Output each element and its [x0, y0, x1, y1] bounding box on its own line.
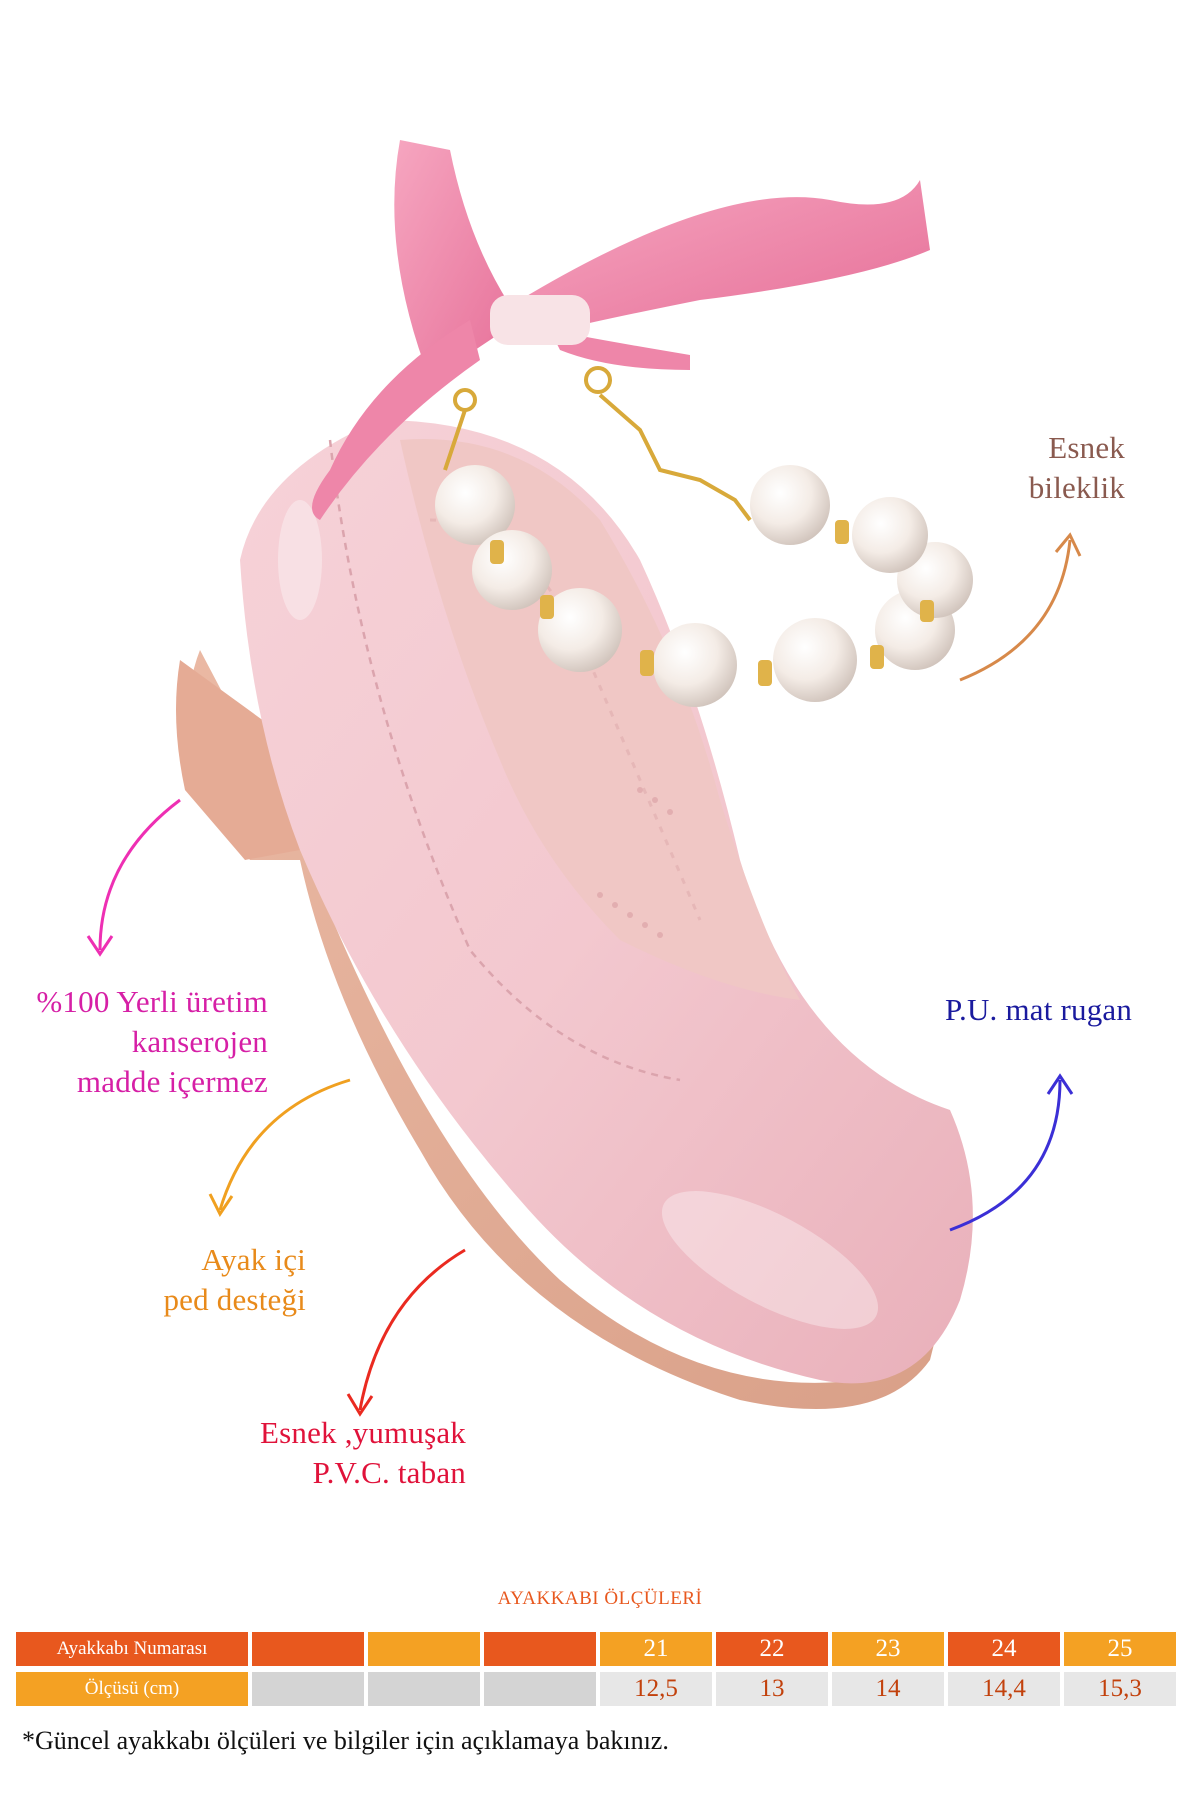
- measure-row-label: Ölçüsü (cm): [16, 1672, 248, 1706]
- ribbon-bow: [312, 140, 930, 520]
- callout-esnek-taban: Esnek ,yumuşak P.V.C. taban: [200, 1413, 466, 1493]
- callout-line: bileklik: [1028, 470, 1125, 505]
- callout-line: P.U. mat rugan: [945, 992, 1133, 1027]
- size-cell: [252, 1632, 364, 1666]
- callout-line: Esnek ,yumuşak: [260, 1415, 466, 1450]
- callout-line: %100 Yerli üretim: [36, 984, 268, 1019]
- size-table-title: AYAKKABI ÖLÇÜLERİ: [497, 1588, 703, 1609]
- size-cell: 24: [948, 1632, 1060, 1666]
- measure-cell: 14,4: [948, 1672, 1060, 1706]
- arrow-bileklik: [959, 539, 1072, 682]
- measure-cell: 15,3: [1064, 1672, 1176, 1706]
- callout-yerli-uretim: %100 Yerli üretim kanserojen madde içerm…: [0, 982, 268, 1102]
- size-cell: [484, 1632, 596, 1666]
- product-shoe-image: [86, 140, 1082, 1417]
- measure-cell: 14: [832, 1672, 944, 1706]
- arrow-ped: [218, 1078, 351, 1211]
- arrow-taban: [358, 1248, 466, 1411]
- callout-line: P.V.C. taban: [312, 1455, 466, 1490]
- callout-line: ped desteği: [163, 1282, 306, 1317]
- pearl-bracelet: [435, 465, 973, 707]
- callout-pu-mat-rugan: P.U. mat rugan: [945, 990, 1195, 1030]
- footnote: *Güncel ayakkabı ölçüleri ve bilgiler iç…: [22, 1726, 669, 1755]
- measure-cell: [484, 1672, 596, 1706]
- size-cell: [368, 1632, 480, 1666]
- callout-ped-destegi: Ayak içi ped desteği: [100, 1240, 306, 1320]
- size-row-label: Ayakkabı Numarası: [16, 1632, 248, 1666]
- shoe-heel: [176, 660, 300, 860]
- callout-line: kanserojen: [131, 1024, 268, 1059]
- callout-line: Ayak içi: [201, 1242, 306, 1277]
- size-cell: 25: [1064, 1632, 1176, 1666]
- measure-cell: 12,5: [600, 1672, 712, 1706]
- callout-esnek-bileklik: Esnek bileklik: [960, 428, 1125, 508]
- size-cell: 22: [716, 1632, 828, 1666]
- callout-line: madde içermez: [76, 1064, 268, 1099]
- size-cell: 21: [600, 1632, 712, 1666]
- measure-cell: [252, 1672, 364, 1706]
- arrow-pu: [949, 1079, 1062, 1232]
- size-cell: 23: [832, 1632, 944, 1666]
- callout-line: Esnek: [1048, 430, 1125, 465]
- gold-chain: [443, 366, 752, 522]
- measure-cell: [368, 1672, 480, 1706]
- arrow-yerli: [98, 798, 181, 951]
- measure-cell: 13: [716, 1672, 828, 1706]
